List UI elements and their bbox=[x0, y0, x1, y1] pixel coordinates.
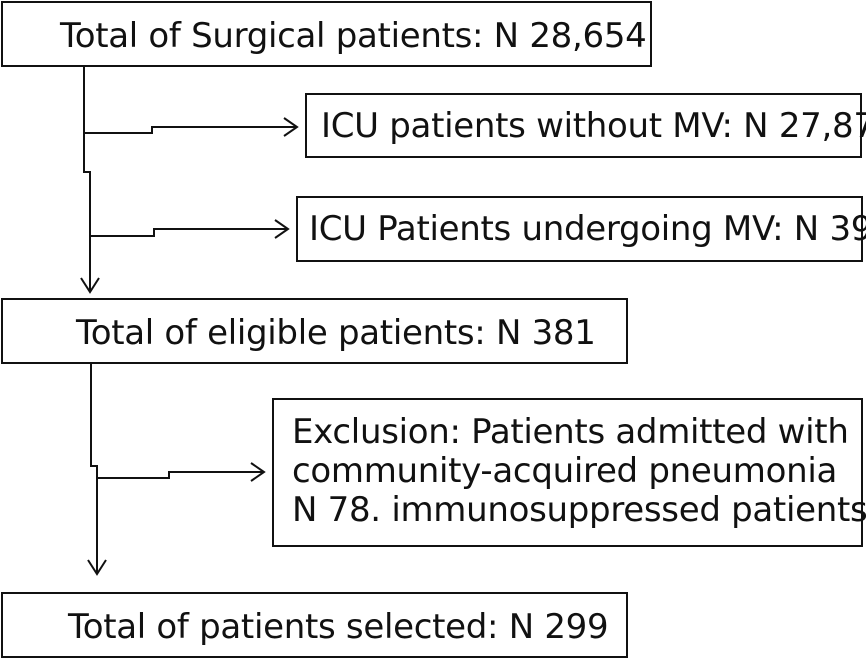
branch-line-no-mv bbox=[84, 126, 296, 134]
total-surgical-text: Total of Surgical patients: N 28,654 bbox=[60, 16, 647, 56]
icu-without-mv-text: ICU patients without MV: N 27,876 bbox=[321, 106, 866, 146]
total-surgical-box: Total of Surgical patients: N 28,654 bbox=[1, 1, 652, 67]
arrowhead-eligible bbox=[80, 277, 100, 294]
exclusion-box: Exclusion: Patients admitted with commun… bbox=[272, 398, 866, 547]
arrowhead-mv bbox=[274, 219, 290, 239]
arrowhead-selected bbox=[87, 559, 107, 576]
arrowhead-no-mv bbox=[283, 117, 299, 137]
total-eligible-text: Total of eligible patients: N 381 bbox=[76, 313, 596, 353]
branch-line-mv bbox=[90, 228, 287, 237]
exclusion-text-line-2: community-acquired pneumonia bbox=[292, 451, 837, 492]
arrowhead-exclusion bbox=[250, 462, 266, 482]
trunk-line-bottom bbox=[90, 364, 98, 572]
branch-line-exclusion bbox=[97, 471, 263, 479]
trunk-line-top bbox=[83, 67, 91, 290]
exclusion-text-line-1: Exclusion: Patients admitted with bbox=[292, 412, 849, 452]
icu-undergoing-mv-text: ICU Patients undergoing MV: N 397 bbox=[309, 209, 866, 249]
total-eligible-box: Total of eligible patients: N 381 bbox=[1, 298, 628, 364]
total-selected-box: Total of patients selected: N 299 bbox=[1, 592, 628, 658]
icu-undergoing-mv-box: ICU Patients undergoing MV: N 397 bbox=[296, 196, 866, 262]
exclusion-text-line-3: N 78. immunosuppressed patients N bbox=[292, 490, 866, 531]
total-selected-text: Total of patients selected: N 299 bbox=[68, 607, 609, 647]
icu-without-mv-box: ICU patients without MV: N 27,876 bbox=[305, 93, 866, 158]
